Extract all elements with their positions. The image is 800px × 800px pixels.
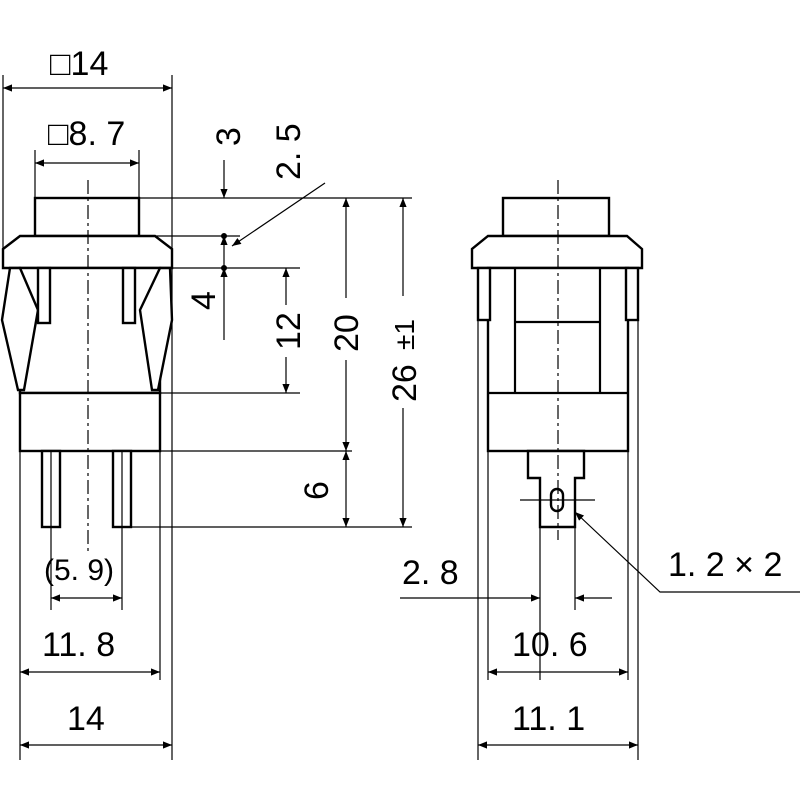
dim-square-14-label: □14 [50,45,108,83]
dim-26-tolerance: ±1 [389,319,420,350]
front-view-dimensions: □14 □8. 7 3 2. 5 4 12 20 [2,45,424,760]
dim-11-8-label: 11. 8 [42,626,115,664]
dim-1-2x2-label: 1. 2 × 2 [668,546,782,584]
side-view [470,180,644,540]
front-view [0,180,174,555]
side-view-dimensions: 1. 2 × 2 2. 8 10. 6 11. 1 [400,320,800,760]
left-inner-tab [36,266,52,325]
dim-square-8-7-label: □8. 7 [48,115,125,153]
side-flange [470,234,644,270]
dim-6-label: 6 [298,481,336,500]
dim-12-label: 12 [270,312,308,350]
front-button-cap [33,196,141,238]
side-button-cap [501,196,611,238]
dim-2-8-label: 2. 8 [402,554,459,592]
dim-26-label: 26 [386,364,424,402]
dim-20-label: 20 [328,314,366,352]
dim-10-6-label: 10. 6 [512,626,588,664]
dim-5-9-label: (5. 9) [44,554,114,587]
left-snap-spring [0,266,40,392]
front-body-lower [18,391,162,453]
dim-4-label: 4 [185,291,223,310]
right-inner-tab [121,266,137,325]
dim-14-label: 14 [67,700,105,738]
dim-3-label: 3 [210,127,248,146]
side-right-clip [624,266,640,322]
right-snap-spring [138,266,174,392]
side-left-clip [476,266,492,322]
dim-2-5-label: 2. 5 [270,123,308,180]
dim-11-1-label: 11. 1 [512,700,585,738]
